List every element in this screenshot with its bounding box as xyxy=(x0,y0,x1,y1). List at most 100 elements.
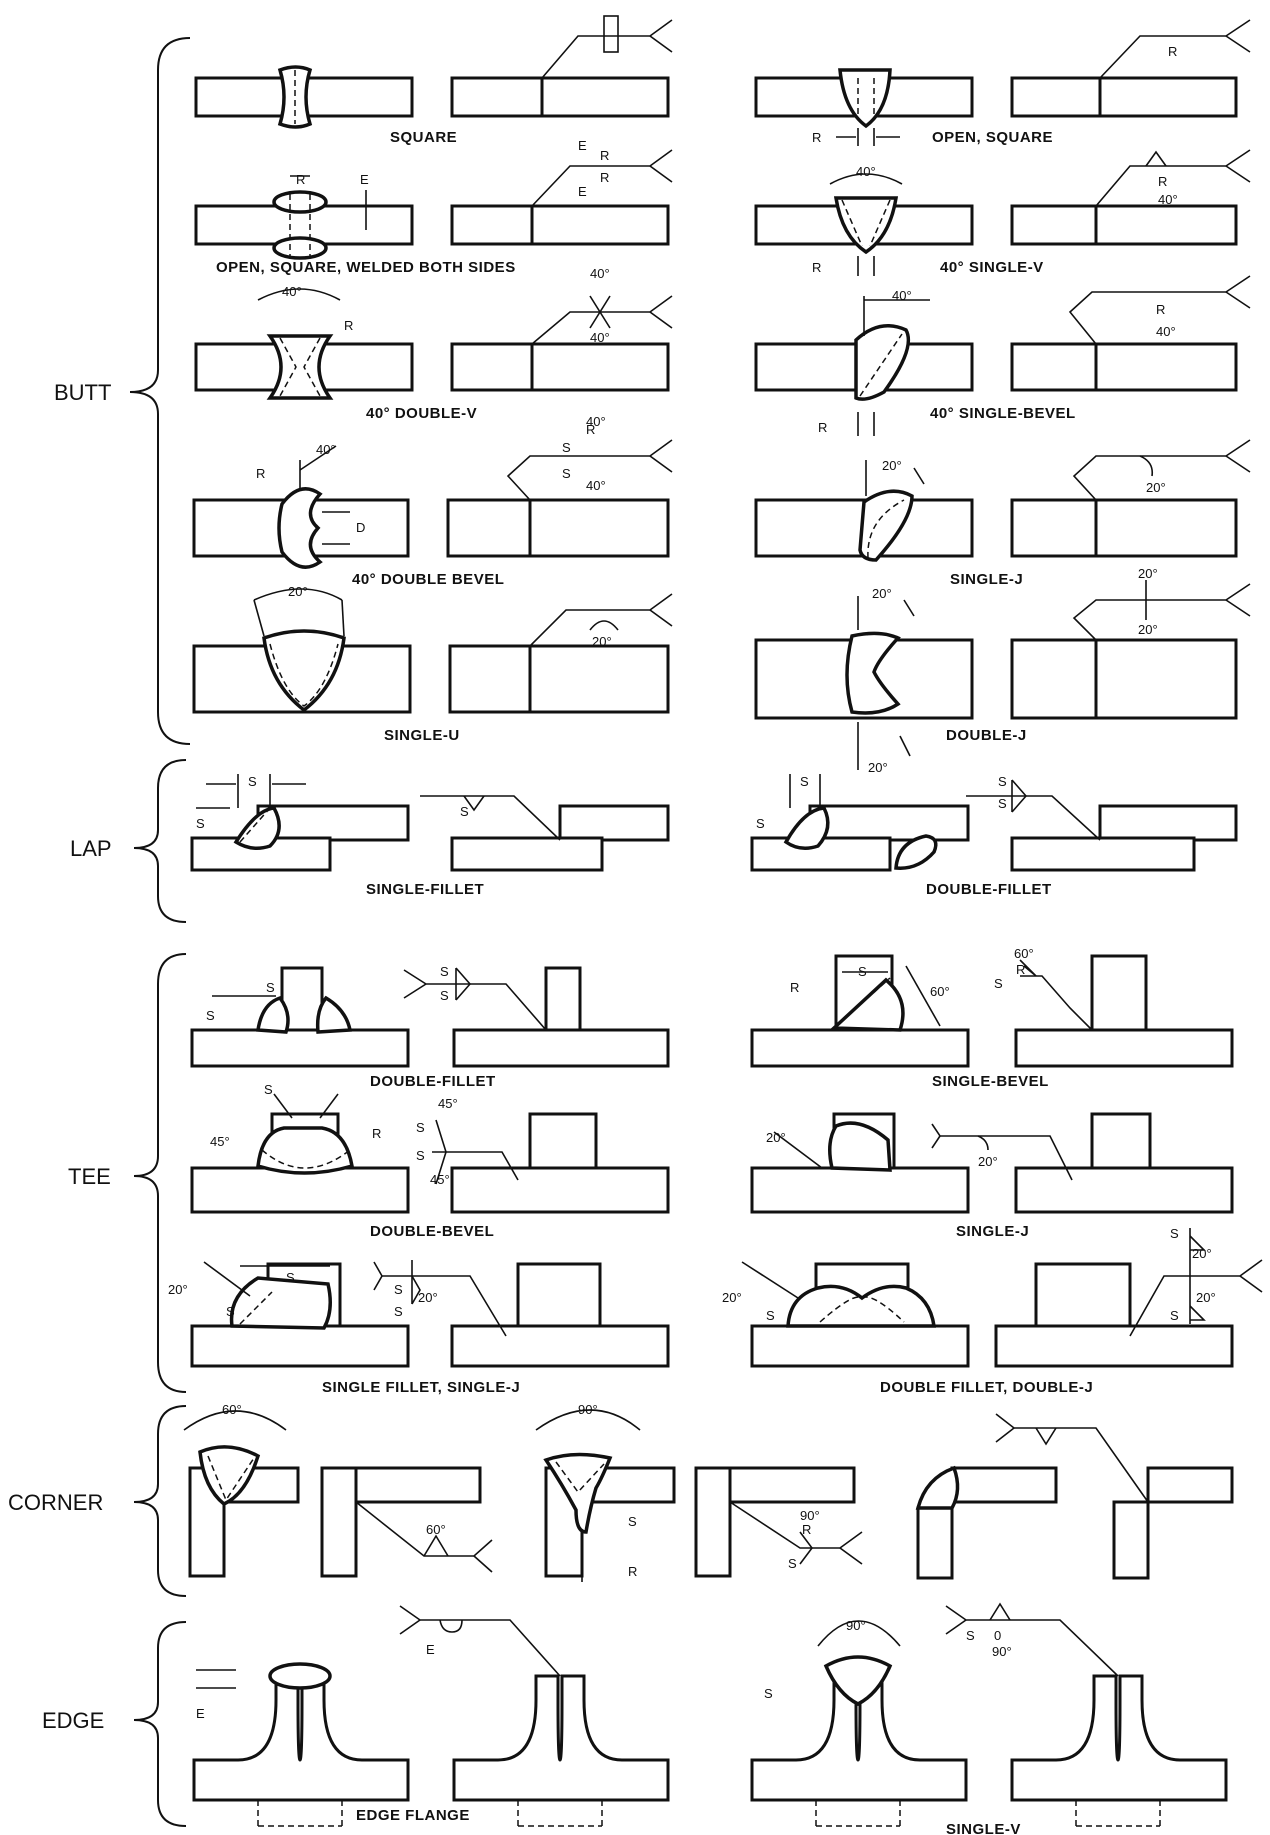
dim-20: 20° xyxy=(872,586,892,601)
dim-60: 60° xyxy=(930,984,950,999)
dim-r: R xyxy=(1168,44,1177,59)
dim-90: 90° xyxy=(800,1508,820,1523)
caption-tee-double-bevel: DOUBLE-BEVEL xyxy=(370,1223,494,1240)
group-tee: TEE xyxy=(68,953,187,1393)
dim-20: 20° xyxy=(1192,1246,1212,1261)
caption-edge-single-v: SINGLE-V xyxy=(946,1821,1021,1835)
caption-edge-flange: EDGE FLANGE xyxy=(356,1807,470,1824)
dim-20: 20° xyxy=(868,760,888,775)
caption-double-j: DOUBLE-J xyxy=(946,727,1027,744)
dim-20: 20° xyxy=(592,634,612,649)
dim-zero: 0 xyxy=(994,1628,1001,1643)
dim-s: S xyxy=(264,1082,273,1097)
dim-s: S xyxy=(286,1270,295,1285)
caption-square: SQUARE xyxy=(390,129,457,146)
dim-r: R xyxy=(344,318,353,333)
dim-r: R xyxy=(1016,962,1025,977)
dim-40: 40° xyxy=(856,164,876,179)
dim-20: 20° xyxy=(418,1290,438,1305)
dim-s: S xyxy=(266,980,275,995)
group-edge: EDGE xyxy=(42,1621,187,1827)
dim-r: R xyxy=(372,1126,381,1141)
tee-single-fillet-single-j: 20° S S S S 20° SINGLE FILLET, SINGLE-J xyxy=(168,1260,670,1396)
tee-double-fillet-double-j: 20° S S 20° 20° S DOUBLE FILLET, DOUBLE-… xyxy=(722,1226,1263,1396)
brace-butt xyxy=(129,37,191,745)
caption-double-bevel-40: 40° DOUBLE BEVEL xyxy=(352,571,504,588)
dim-90: 90° xyxy=(578,1402,598,1417)
caption-single-u: SINGLE-U xyxy=(384,727,460,744)
caption-tee-single-bevel: SINGLE-BEVEL xyxy=(932,1073,1049,1090)
butt-single-j: 20° 20° SINGLE-J xyxy=(754,439,1251,588)
group-label-edge: EDGE xyxy=(42,1708,104,1733)
caption-single-v-40: 40° SINGLE-V xyxy=(940,259,1044,276)
dim-s: S xyxy=(206,1008,215,1023)
dim-r: R xyxy=(812,260,821,275)
dim-s: S xyxy=(1170,1226,1179,1241)
dim-s: S xyxy=(562,466,571,481)
dim-r: R xyxy=(790,980,799,995)
dim-s: S xyxy=(1170,1308,1179,1323)
dim-s: S xyxy=(858,964,867,979)
butt-double-j: 20° 20° 20° 20° DOUBLE-J xyxy=(754,566,1251,775)
dim-r: R xyxy=(812,130,821,145)
butt-open-square: R R OPEN, SQUARE xyxy=(754,19,1251,146)
tee-double-fillet: S S S S DOUBLE-FILLET xyxy=(190,964,670,1090)
dim-s: S xyxy=(416,1148,425,1163)
dim-s: S xyxy=(196,816,205,831)
dim-20: 20° xyxy=(766,1130,786,1145)
dim-40: 40° xyxy=(892,288,912,303)
plate xyxy=(450,76,670,118)
dim-60: 60° xyxy=(1014,946,1034,961)
dim-s: S xyxy=(800,774,809,789)
dim-45: 45° xyxy=(430,1172,450,1187)
caption-single-j: SINGLE-J xyxy=(950,571,1023,588)
dim-r: R xyxy=(296,172,305,187)
dim-r: R xyxy=(600,170,609,185)
dim-20: 20° xyxy=(1196,1290,1216,1305)
dim-s: S xyxy=(226,1304,235,1319)
caption-single-fillet-single-j: SINGLE FILLET, SINGLE-J xyxy=(322,1379,520,1396)
dim-20: 20° xyxy=(722,1290,742,1305)
dim-s: S xyxy=(416,1120,425,1135)
caption-double-v-40: 40° DOUBLE-V xyxy=(366,405,477,422)
group-label-corner: CORNER xyxy=(8,1490,103,1515)
brace-tee xyxy=(133,953,187,1393)
dim-s: S xyxy=(966,1628,975,1643)
dim-20: 20° xyxy=(978,1154,998,1169)
weld-bead xyxy=(838,68,892,129)
dim-90: 90° xyxy=(846,1618,866,1633)
dim-60: 60° xyxy=(222,1402,242,1417)
group-label-lap: LAP xyxy=(70,836,112,861)
dim-s: S xyxy=(562,440,571,455)
dim-s: S xyxy=(994,976,1003,991)
dim-r: R xyxy=(1158,174,1167,189)
dim-s: S xyxy=(460,804,469,819)
caption-tee-single-j: SINGLE-J xyxy=(956,1223,1029,1240)
dim-40: 40° xyxy=(1158,192,1178,207)
brace-edge xyxy=(133,1621,187,1827)
caption-lap-single-fillet: SINGLE-FILLET xyxy=(366,881,484,898)
group-label-butt: BUTT xyxy=(54,380,111,405)
caption-tee-double-fillet: DOUBLE-FILLET xyxy=(370,1073,496,1090)
dim-s: S xyxy=(248,774,257,789)
edge-single-v: 90° S S 0 90° SINGLE-V xyxy=(750,1602,1228,1835)
weld-bead xyxy=(277,65,313,129)
tee-double-bevel: S 45° R 45° S S 45° DOUBLE-BEVEL xyxy=(190,1082,670,1240)
butt-single-v-40: 40° R R 40° 40° SINGLE-V xyxy=(754,149,1251,276)
dim-r: R xyxy=(256,466,265,481)
dim-s: S xyxy=(764,1686,773,1701)
dim-r: R xyxy=(1156,302,1165,317)
group-label-tee: TEE xyxy=(68,1164,111,1189)
dim-20: 20° xyxy=(1138,566,1158,581)
group-butt: BUTT xyxy=(54,37,191,745)
dim-40: 40° xyxy=(282,284,302,299)
dim-d: D xyxy=(356,520,365,535)
dim-s: S xyxy=(394,1282,403,1297)
dim-40: 40° xyxy=(590,330,610,345)
brace-lap xyxy=(133,759,187,923)
tee-single-bevel: S R 60° 60° S R SINGLE-BEVEL xyxy=(750,946,1234,1090)
corner-fillet xyxy=(915,1413,1234,1580)
dim-40: 40° xyxy=(590,266,610,281)
dim-r: R xyxy=(586,422,595,437)
